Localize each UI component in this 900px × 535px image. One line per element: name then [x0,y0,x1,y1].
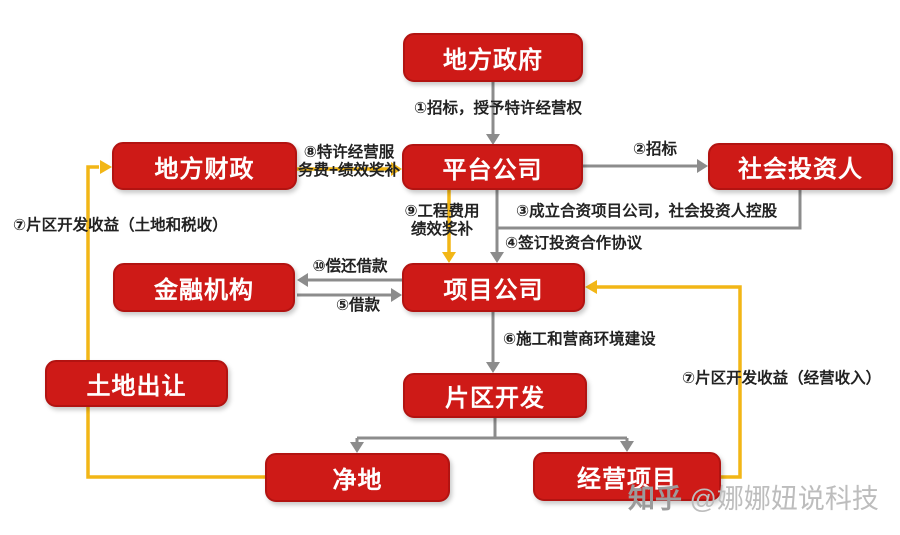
arrowhead-into-investor [697,159,708,173]
watermark-author-handle: @娜娜妞说科技 [689,484,879,514]
edge-label-2-bid: ②招标 [632,141,678,158]
node-operating-project: 经营项目 [533,452,721,501]
edge-label-7-land-tax-revenue: ⑦片区开发收益（土地和税收） [13,217,228,234]
node-label: 平台公司 [442,156,543,184]
edge-operating-revenue [597,285,742,479]
edge-label-9-project-cost: ⑨工程费用 绩效奖补 [404,203,480,238]
node-local-government: 地方政府 [403,33,583,82]
node-label: 项目公司 [443,277,544,304]
node-label: 净地 [332,467,383,494]
arrowhead-into-platform-top [486,134,500,145]
arrowhead-into-project-company-top [442,252,456,263]
edge-label-3-joint-venture: ③成立合资项目公司，社会投资人控股 [516,203,778,220]
edge-label-4-investment-agreement: ④签订投资合作协议 [505,235,643,252]
edge-label-7-operating-revenue: ⑦片区开发收益（经营收入） [682,370,882,387]
node-label: 社会投资人 [738,156,863,183]
arrowhead-into-platform-company [391,162,402,176]
watermark-zhihu-logo: 知乎 [628,484,682,514]
node-local-finance: 地方财政 [112,142,297,190]
edge-label-10-repay-loan: ⑩偿还借款 [312,258,388,275]
node-label: 片区开发 [445,385,545,412]
arrowhead-into-project-top [490,252,504,263]
node-label: 土地出让 [86,373,187,400]
node-label: 金融机构 [154,277,254,304]
node-platform-company: 平台公司 [402,144,583,190]
edge-label-5-loan: ⑤借款 [335,297,381,314]
edge-label-8-franchise-fee: ⑧特许经营服 务费+绩效奖补 [297,144,401,179]
node-label: 经营项目 [577,466,677,493]
node-social-investor: 社会投资人 [708,143,893,190]
node-label: 地方政府 [443,47,543,74]
edge-revenue-land-to-finance [86,165,265,479]
edge-area-split [355,418,629,442]
edge-label-6-construction: ⑥施工和营商环境建设 [503,331,656,348]
arrowhead-into-clean-land [350,442,364,453]
arrowhead-into-project-company-right [585,280,597,294]
arrowhead-into-operating-project [620,441,634,452]
edge-label-1-bid-franchise: ①招标，授予特许经营权 [413,100,583,117]
arrowhead-into-area-development [486,362,500,373]
watermark: 知乎 @娜娜妞说科技 [628,477,879,516]
node-financial-institution: 金融机构 [113,263,295,312]
node-area-development: 片区开发 [403,373,587,418]
node-project-company: 项目公司 [402,263,585,312]
node-clean-land: 净地 [265,453,450,502]
arrowhead-into-project-left [391,288,402,302]
node-land-transfer: 土地出让 [45,360,228,407]
node-label: 地方财政 [154,155,255,183]
arrowhead-into-local-finance [100,160,112,174]
arrowhead-into-financial-institution [297,273,308,287]
edge-investor-to-project [497,190,802,230]
